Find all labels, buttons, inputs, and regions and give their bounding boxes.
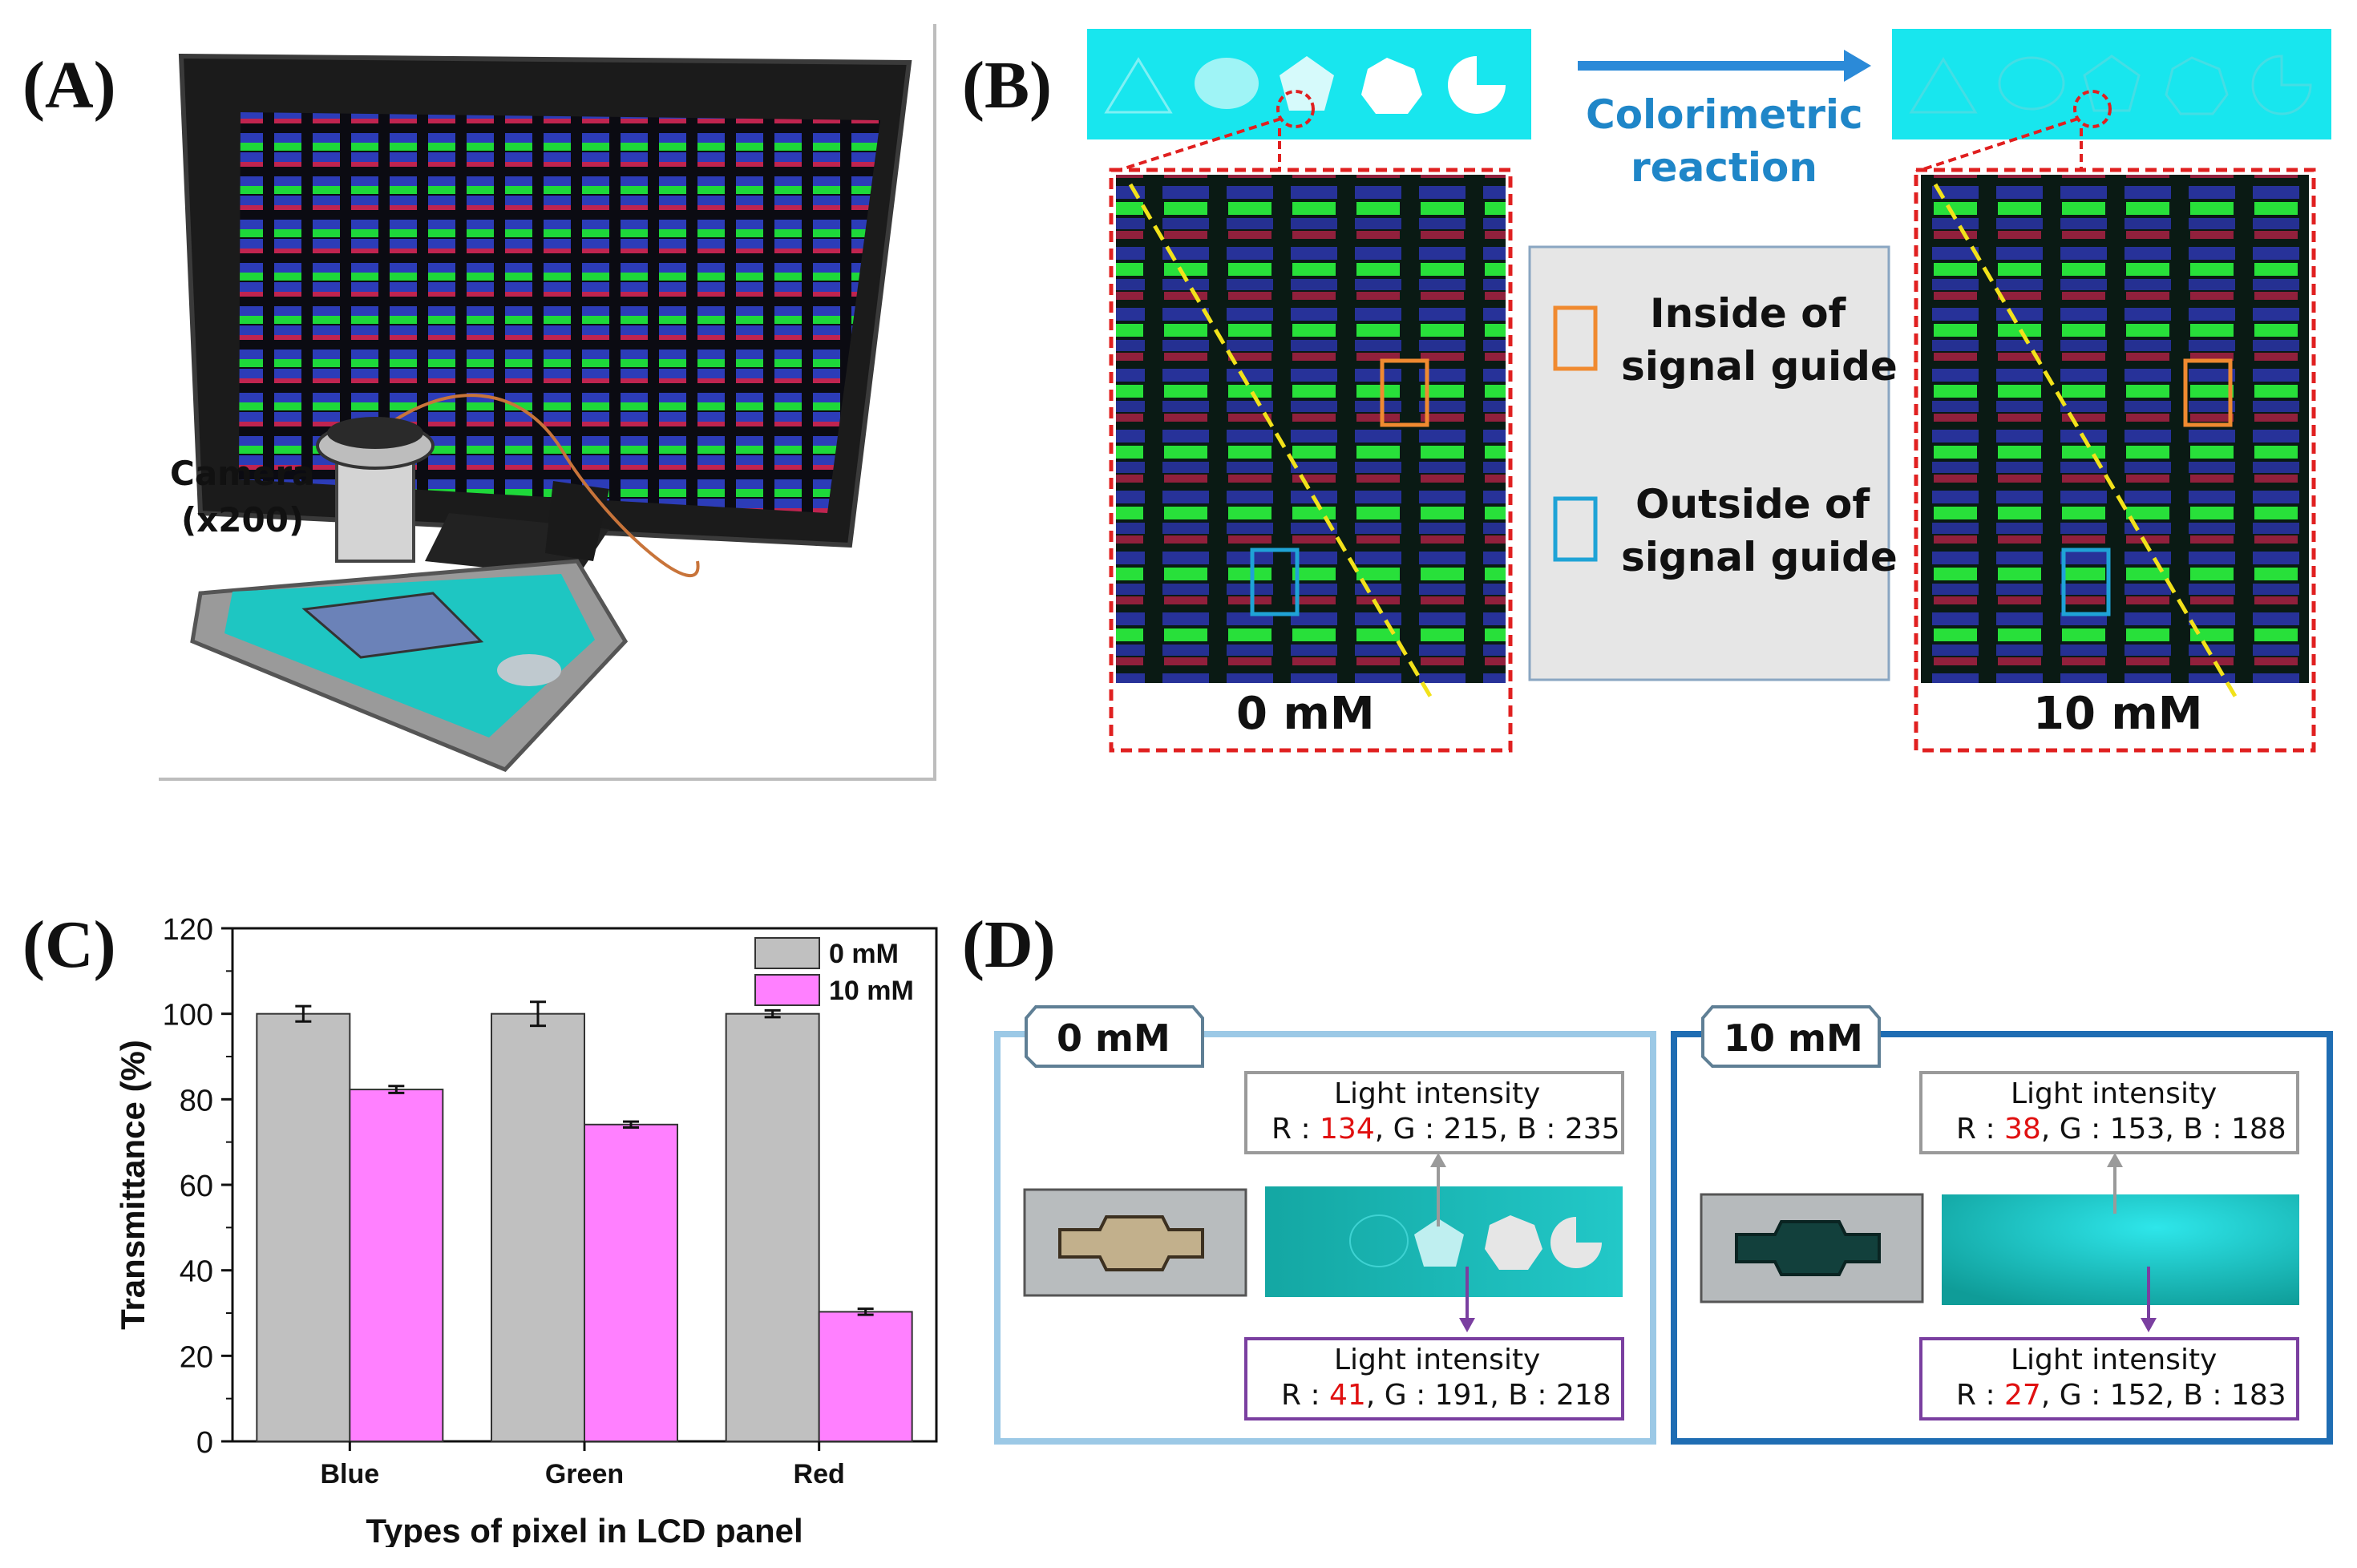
d-left-tag: 0 mM <box>1057 1016 1170 1060</box>
rgb-red-value: 27 <box>2004 1379 2041 1412</box>
camera-label: Camera <box>170 454 315 493</box>
legend-outside-swatch <box>1553 496 1598 562</box>
rgb-rest: , G : 153, B : 188 <box>2040 1113 2286 1146</box>
legend-inside-line2: signal guide <box>1621 343 1898 390</box>
strip-after <box>1892 29 2331 139</box>
y-tick-label: 100 <box>163 999 213 1033</box>
d-right-tag: 10 mM <box>1724 1016 1863 1060</box>
x-axis-label: Types of pixel in LCD panel <box>366 1512 803 1547</box>
panel-c-letter: (C) <box>22 907 116 982</box>
d-right-screen-photo <box>1942 1194 2299 1305</box>
bar <box>491 1012 585 1442</box>
bar <box>349 1089 444 1442</box>
micrograph-right <box>1921 175 2309 683</box>
d-left-tag-shape <box>1025 1005 1204 1068</box>
bar <box>256 1012 351 1442</box>
d-left-top-values: R : 134, G : 215, B : 235 <box>1271 1113 1620 1146</box>
camera-magnification: (x200) <box>181 500 305 540</box>
y-tick-label: 80 <box>180 1084 213 1117</box>
bar <box>584 1123 678 1442</box>
y-tick-label: 20 <box>180 1340 213 1374</box>
y-tick-label: 120 <box>163 913 213 947</box>
rgb-red-value: 38 <box>2004 1113 2041 1146</box>
legend-outside-line2: signal guide <box>1621 534 1898 580</box>
legend-swatch <box>754 974 820 1006</box>
y-tick-label: 0 <box>196 1426 213 1460</box>
rgb-red-value: 134 <box>1320 1113 1375 1146</box>
legend-label: 10 mM <box>829 976 914 1006</box>
x-tick-label: Red <box>794 1459 845 1489</box>
x-tick-label: Green <box>545 1459 624 1489</box>
legend-inside-line1: Inside of <box>1650 290 1846 337</box>
d-right-top-values: R : 38, G : 153, B : 188 <box>1956 1113 2286 1146</box>
rgb-rest: , G : 191, B : 218 <box>1365 1379 1611 1412</box>
inside-roi-right <box>2183 358 2233 427</box>
reaction-label-line2: reaction <box>1631 144 1817 191</box>
panel-a-frame <box>159 24 936 781</box>
rgb-rest: , G : 215, B : 235 <box>1374 1113 1620 1146</box>
d-left-bot-values: R : 41, G : 191, B : 218 <box>1281 1379 1611 1412</box>
panel-d-letter: (D) <box>962 907 1056 982</box>
legend-label: 0 mM <box>829 939 899 969</box>
d-right-bot-title: Light intensity <box>2011 1344 2218 1376</box>
outside-roi-right <box>2061 548 2111 616</box>
roi-legend-box <box>1528 245 1890 681</box>
x-tick-label: Blue <box>320 1459 379 1489</box>
y-axis-label: Transmittance (%) <box>114 1040 152 1330</box>
reaction-label-line1: Colorimetric <box>1586 91 1863 138</box>
d-left-bot-title: Light intensity <box>1334 1344 1541 1376</box>
rgb-prefix: R : <box>1281 1379 1330 1412</box>
pacman-shape-icon <box>497 654 561 686</box>
rgb-prefix: R : <box>1956 1379 2005 1412</box>
micrograph-left <box>1116 175 1506 683</box>
panel-b-letter: (B) <box>962 48 1052 123</box>
microfluidic-chip <box>301 592 484 659</box>
outside-roi-left <box>1250 548 1300 616</box>
micrograph-left-concentration: 0 mM <box>1236 688 1375 740</box>
rgb-red-value: 41 <box>1329 1379 1366 1412</box>
d-right-top-title: Light intensity <box>2011 1077 2218 1110</box>
rgb-prefix: R : <box>1271 1113 1320 1146</box>
rgb-prefix: R : <box>1956 1113 2005 1146</box>
micrograph-right-concentration: 10 mM <box>2033 688 2203 740</box>
legend-inside-swatch <box>1553 305 1598 371</box>
legend-outside-line1: Outside of <box>1635 481 1870 527</box>
y-tick-label: 60 <box>180 1170 213 1203</box>
camera-cable <box>375 394 700 578</box>
d-right-bot-values: R : 27, G : 152, B : 183 <box>1956 1379 2286 1412</box>
inside-roi-left <box>1380 358 1429 427</box>
rgb-rest: , G : 152, B : 183 <box>2040 1379 2286 1412</box>
legend-swatch <box>754 937 820 969</box>
monitor-screen <box>239 112 880 513</box>
y-tick-label: 40 <box>180 1255 213 1289</box>
panel-a-letter: (A) <box>22 48 116 123</box>
d-left-top-title: Light intensity <box>1334 1077 1541 1110</box>
d-right-tag-shape <box>1701 1005 1881 1068</box>
